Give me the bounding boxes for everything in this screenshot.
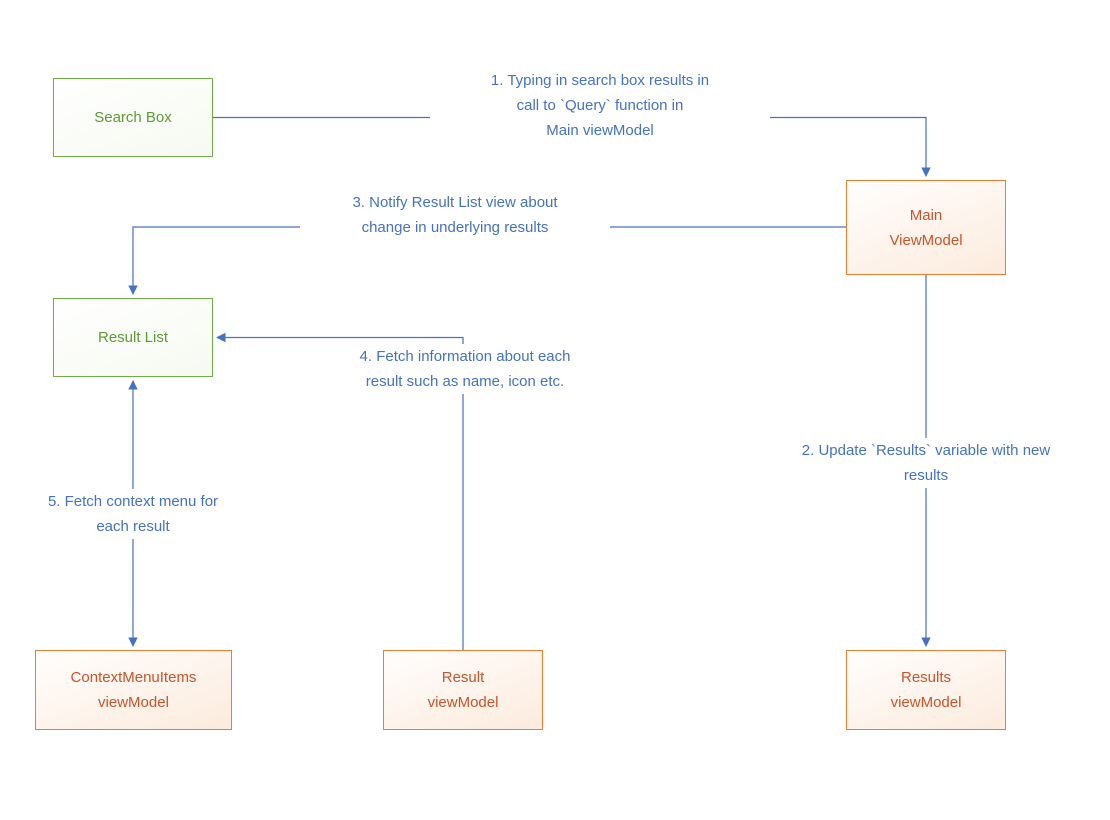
box-main-viewmodel: Main ViewModel	[846, 180, 1006, 275]
box-result-list-label: Result List	[97, 329, 169, 346]
annotation-step5: 5. Fetch context menu for each result	[13, 489, 253, 539]
box-contextmenuitems-viewmodel-label: ContextMenuItems viewModel	[70, 669, 197, 711]
arrow-step4-resultviewmodel-to-resultlist	[216, 332, 464, 650]
box-contextmenuitems-viewmodel: ContextMenuItems viewModel	[35, 650, 232, 730]
annotation-step4: 4. Fetch information about each result s…	[310, 344, 620, 394]
box-search-box-label: Search Box	[94, 109, 172, 126]
annotation-step1: 1. Typing in search box results in call …	[430, 68, 770, 143]
box-result-list: Result List	[53, 298, 213, 377]
annotation-step3: 3. Notify Result List view about change …	[300, 190, 610, 240]
box-results-viewmodel-label: Results viewModel	[890, 669, 962, 711]
box-search-box: Search Box	[53, 78, 213, 157]
box-result-viewmodel-label: Result viewModel	[427, 669, 499, 711]
annotation-step2: 2. Update `Results` variable with new re…	[766, 438, 1086, 488]
box-result-viewmodel: Result viewModel	[383, 650, 543, 730]
box-main-viewmodel-label: Main ViewModel	[889, 206, 963, 249]
box-results-viewmodel: Results viewModel	[846, 650, 1006, 730]
